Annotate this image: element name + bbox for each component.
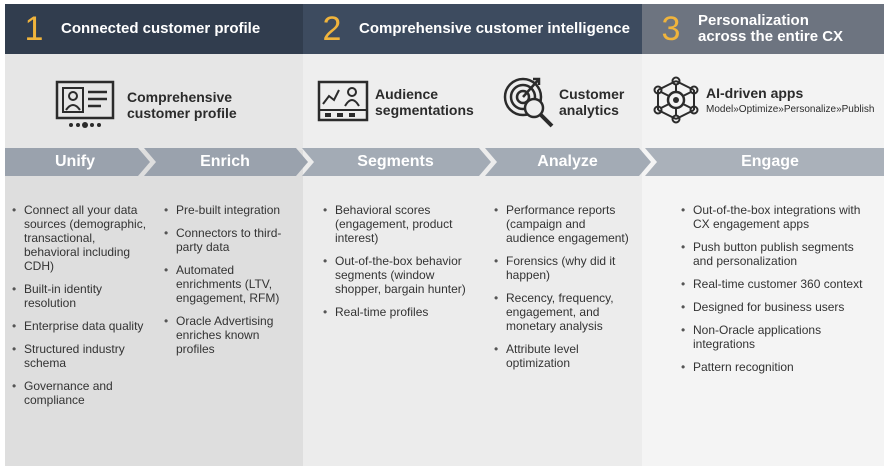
header-personalization: 3 Personalization across the entire CX bbox=[642, 4, 884, 54]
engage-list: Out-of-the-box integrations with CX enga… bbox=[681, 203, 876, 383]
list-item: Non-Oracle applications integrations bbox=[681, 323, 876, 351]
list-item: Built-in identity resolution bbox=[12, 282, 150, 310]
list-item: Behavioral scores (engagement, product i… bbox=[323, 203, 473, 245]
header-customer-intelligence: 2 Comprehensive customer intelligence bbox=[303, 4, 642, 54]
list-item: Out-of-the-box behavior segments (window… bbox=[323, 254, 473, 296]
list-item: Structured industry schema bbox=[12, 342, 150, 370]
arrow-enrich bbox=[144, 148, 308, 176]
list-item: Pattern recognition bbox=[681, 360, 876, 374]
list-item: Out-of-the-box integrations with CX enga… bbox=[681, 203, 876, 231]
feature-label: Audience segmentations bbox=[375, 85, 474, 118]
enrich-list: Pre-built integration Connectors to thir… bbox=[164, 203, 296, 365]
stage-label-analyze: Analyze bbox=[537, 153, 598, 170]
feature-band-3 bbox=[642, 54, 884, 150]
target-magnifier-icon bbox=[503, 77, 554, 128]
analyze-list: Performance reports (campaign and audien… bbox=[494, 203, 636, 379]
audience-dashboard-icon bbox=[317, 80, 369, 122]
list-item: Push button publish segments and persona… bbox=[681, 240, 876, 268]
feature-sublabel: Model»Optimize»Personalize»Publish bbox=[706, 104, 875, 116]
list-item: Enterprise data quality bbox=[12, 319, 150, 333]
feature-ai-apps: AI-driven apps Model»Optimize»Personaliz… bbox=[652, 76, 874, 124]
segments-list: Behavioral scores (engagement, product i… bbox=[323, 203, 473, 328]
stage-label-enrich: Enrich bbox=[200, 153, 250, 170]
list-item: Governance and compliance bbox=[12, 379, 150, 407]
feature-text-group: AI-driven apps Model»Optimize»Personaliz… bbox=[706, 85, 874, 115]
feature-band-1 bbox=[5, 54, 303, 150]
list-item: Designed for business users bbox=[681, 300, 876, 314]
stage-label-segments: Segments bbox=[357, 153, 434, 170]
list-item: Forensics (why did it happen) bbox=[494, 254, 636, 282]
feature-band-2 bbox=[303, 54, 642, 150]
step-number: 3 bbox=[661, 10, 681, 48]
stage-label-unify: Unify bbox=[55, 153, 95, 170]
process-arrows bbox=[5, 148, 884, 176]
list-item: Attribute level optimization bbox=[494, 342, 636, 370]
list-item: Connectors to third-party data bbox=[164, 226, 296, 254]
profile-card-icon bbox=[55, 80, 115, 128]
ai-network-icon bbox=[653, 76, 699, 124]
list-item: Performance reports (campaign and audien… bbox=[494, 203, 636, 245]
list-item: Oracle Advertising enriches known profil… bbox=[164, 314, 296, 356]
arrow-engage bbox=[645, 148, 884, 176]
feature-label: Comprehensive customer profile bbox=[127, 88, 237, 121]
feature-label: AI-driven apps bbox=[706, 84, 804, 101]
header-title: Comprehensive customer intelligence bbox=[359, 19, 630, 37]
step-number: 1 bbox=[24, 10, 44, 48]
unify-list: Connect all your data sources (demograph… bbox=[12, 203, 150, 416]
feature-analytics: Customer analytics bbox=[501, 75, 629, 129]
header-title: Personalization across the entire CX bbox=[698, 11, 844, 45]
list-item: Automated enrichments (LTV, engagement, … bbox=[164, 263, 296, 305]
step-number: 2 bbox=[322, 10, 342, 48]
arrow-analyze bbox=[485, 148, 651, 176]
feature-profile: Comprehensive customer profile bbox=[55, 80, 257, 130]
list-item: Connect all your data sources (demograph… bbox=[12, 203, 150, 273]
list-item: Recency, frequency, engagement, and mone… bbox=[494, 291, 636, 333]
list-item: Real-time profiles bbox=[323, 305, 473, 319]
header-title: Connected customer profile bbox=[61, 19, 261, 37]
list-item: Pre-built integration bbox=[164, 203, 296, 217]
list-item: Real-time customer 360 context bbox=[681, 277, 876, 291]
arrow-unify bbox=[5, 148, 150, 176]
feature-label: Customer analytics bbox=[559, 85, 625, 118]
feature-segmentations: Audience segmentations bbox=[317, 80, 485, 124]
stage-label-engage: Engage bbox=[741, 153, 799, 170]
header-connected-profile: 1 Connected customer profile bbox=[5, 4, 303, 54]
arrow-segments bbox=[302, 148, 491, 176]
